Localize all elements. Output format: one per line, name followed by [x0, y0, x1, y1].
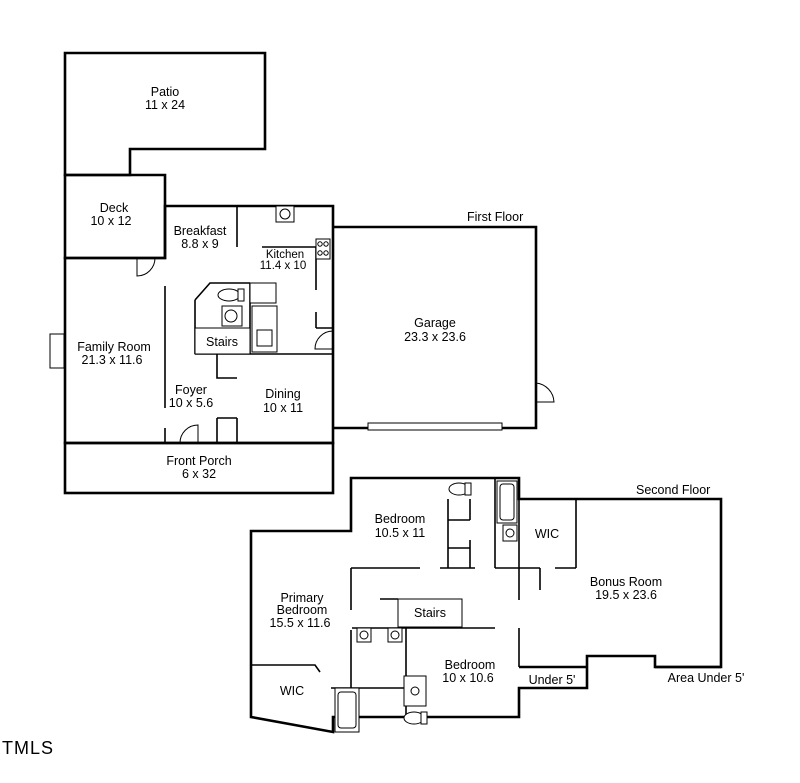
tub-icon: [496, 480, 518, 524]
first-floor-fixtures: [194, 205, 331, 355]
second-floor-label: Second Floor: [636, 483, 710, 497]
first-floor: Patio 11 x 24 Deck 10 x 12 Breakfast 8.8…: [49, 51, 555, 495]
dining-dims: 10 x 11: [263, 401, 303, 415]
wic-upper-label: WIC: [535, 527, 559, 541]
deck-label: Deck: [100, 201, 129, 215]
family-room-label: Family Room: [77, 340, 151, 354]
kitchen-dims: 11.4 x 10: [260, 260, 306, 272]
front-porch-dims: 6 x 32: [182, 467, 216, 481]
patio-label: Patio: [151, 85, 180, 99]
primary-bedroom-dims: 15.5 x 11.6: [270, 616, 331, 630]
dining-label: Dining: [265, 387, 300, 401]
bedroom-2-dims: 10.5 x 11: [375, 526, 426, 540]
garage-dims: 23.3 x 23.6: [404, 330, 466, 344]
stairs-second-label: Stairs: [414, 606, 446, 620]
vanity-sink-right-icon: [387, 627, 403, 643]
foyer-label: Foyer: [175, 383, 207, 397]
garage-side-door: [535, 382, 555, 403]
vanity-sink-left-icon: [356, 627, 372, 643]
bedroom-3-dims: 10 x 10.6: [442, 671, 493, 685]
bonus-room-dims: 19.5 x 23.6: [595, 588, 657, 602]
second-floor-interior-walls: [251, 478, 577, 717]
family-room-dims: 21.3 x 11.6: [82, 353, 143, 367]
bedroom-3-label: Bedroom: [445, 658, 496, 672]
garage-label: Garage: [414, 316, 456, 330]
bath-sink-icon: [502, 524, 518, 542]
jack-sink-icon: [403, 675, 427, 707]
range-icon: [315, 238, 331, 260]
kitchen-sink-icon: [275, 205, 295, 223]
wic-primary-label: WIC: [280, 684, 304, 698]
foyer-dims: 10 x 5.6: [169, 396, 214, 410]
oven-icon: [251, 305, 278, 353]
kitchen-label: Kitchen: [266, 249, 304, 261]
front-porch-outline: [63, 441, 335, 495]
bedroom-2-label: Bedroom: [375, 512, 426, 526]
first-floor-label: First Floor: [467, 210, 523, 224]
fireplace: [49, 333, 65, 369]
fridge-icon: [249, 282, 277, 304]
primary-bedroom-label-2: Bedroom: [277, 603, 328, 617]
breakfast-label: Breakfast: [174, 224, 227, 238]
breakfast-dims: 8.8 x 9: [181, 237, 219, 251]
patio-outline: [63, 51, 267, 177]
primary-bedroom-label-1: Primary: [280, 591, 324, 605]
primary-tub-icon: [334, 687, 360, 733]
under-5-label: Under 5': [529, 673, 576, 687]
stairs-first-box: [194, 327, 251, 355]
second-floor-fixtures: [334, 480, 518, 733]
front-porch-label: Front Porch: [166, 454, 231, 468]
tmls-logo: TMLS: [2, 738, 54, 758]
second-floor: Bedroom 10.5 x 11 WIC Bonus Room 19.5 x …: [249, 476, 745, 734]
stairs-first-label: Stairs: [206, 335, 238, 349]
second-floor-outline: [249, 476, 723, 734]
deck-dims: 10 x 12: [90, 214, 131, 228]
area-under-5-label: Area Under 5': [668, 671, 745, 685]
garage-door: [367, 422, 503, 431]
bonus-room-label: Bonus Room: [590, 575, 662, 589]
patio-dims: 11 x 24: [145, 98, 185, 112]
toilet-icon: [217, 288, 241, 302]
